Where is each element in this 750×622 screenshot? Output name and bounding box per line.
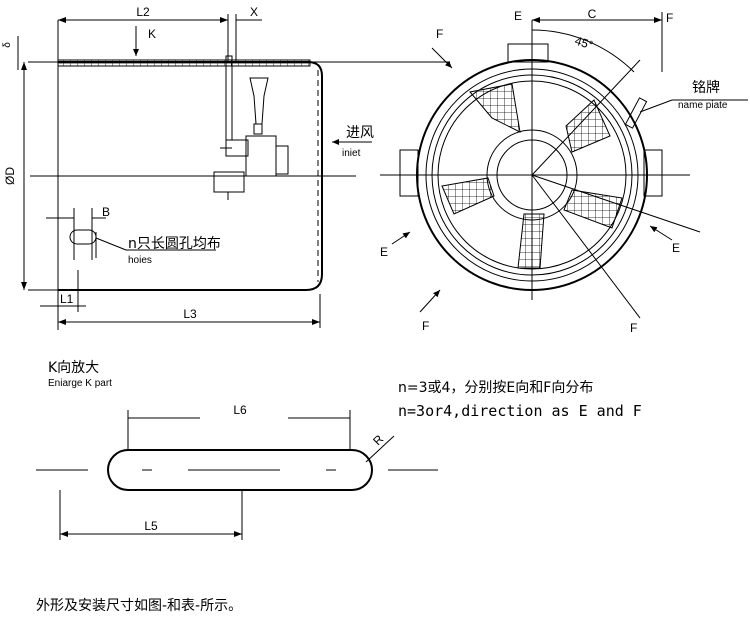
dim-l6-label: L6: [233, 403, 247, 417]
plate-cn-label: 铭牌: [692, 79, 720, 96]
slot-hole-detail: B n只长圆孔均布 hoies: [46, 205, 221, 266]
dim-l5-label: L5: [144, 519, 158, 533]
fan-blades: [441, 83, 623, 269]
enlarge-title-en: Eniarge K part: [48, 378, 112, 389]
k-enlarge-view: K向放大 Eniarge K part L6 L5 R: [36, 360, 438, 540]
inlet-en-label: iniet: [342, 148, 361, 159]
dim-delta-label: δ: [2, 42, 13, 48]
dim-l1-label: L1: [60, 292, 74, 306]
holes-en-label: hoies: [128, 255, 152, 266]
duct-top-flange: [57, 59, 311, 67]
e-right-label: E: [672, 241, 680, 255]
left-lug: [399, 149, 419, 197]
dim-k-label: K: [148, 27, 156, 41]
e-top-label: E: [514, 9, 522, 23]
footer-note: 外形及安装尺寸如图-和表-所示。: [36, 598, 242, 614]
dim-l3-label: L3: [183, 307, 197, 321]
e-left-label: E: [380, 245, 388, 259]
side-view: ØD δ L2 X K 进风 iniet: [2, 5, 450, 330]
duct-outline: [58, 61, 323, 291]
f-lower-left-label: F: [422, 319, 429, 333]
motor-assembly: [213, 55, 289, 200]
plate-en-label: name piate: [678, 100, 728, 111]
f-upper-left-label: F: [436, 27, 443, 41]
inlet-cn-label: 进风: [346, 125, 374, 141]
f-top-label: F: [666, 11, 673, 25]
front-view: C 45° E F F E E F F 铭牌 name piate: [380, 7, 748, 335]
top-lug: [507, 43, 549, 63]
f-lower-right-label: F: [630, 321, 637, 335]
name-plate: [624, 97, 648, 129]
dim-l2-label: L2: [136, 5, 150, 19]
dim-c-label: C: [588, 7, 597, 21]
dim-b-label: B: [102, 205, 110, 219]
angle-label: 45°: [573, 34, 595, 53]
dim-d-label: ØD: [3, 167, 17, 185]
holes-cn-label: n只长圆孔均布: [128, 236, 221, 252]
note-en: n=3or4,direction as E and F: [398, 402, 642, 420]
angle-arc: [531, 29, 635, 73]
dim-x-label: X: [250, 5, 258, 19]
slot-outline: [107, 449, 373, 491]
note-cn: n=3或4，分别按E向和F向分布: [398, 380, 593, 396]
right-lug: [643, 149, 663, 197]
enlarge-title-cn: K向放大: [48, 360, 99, 376]
